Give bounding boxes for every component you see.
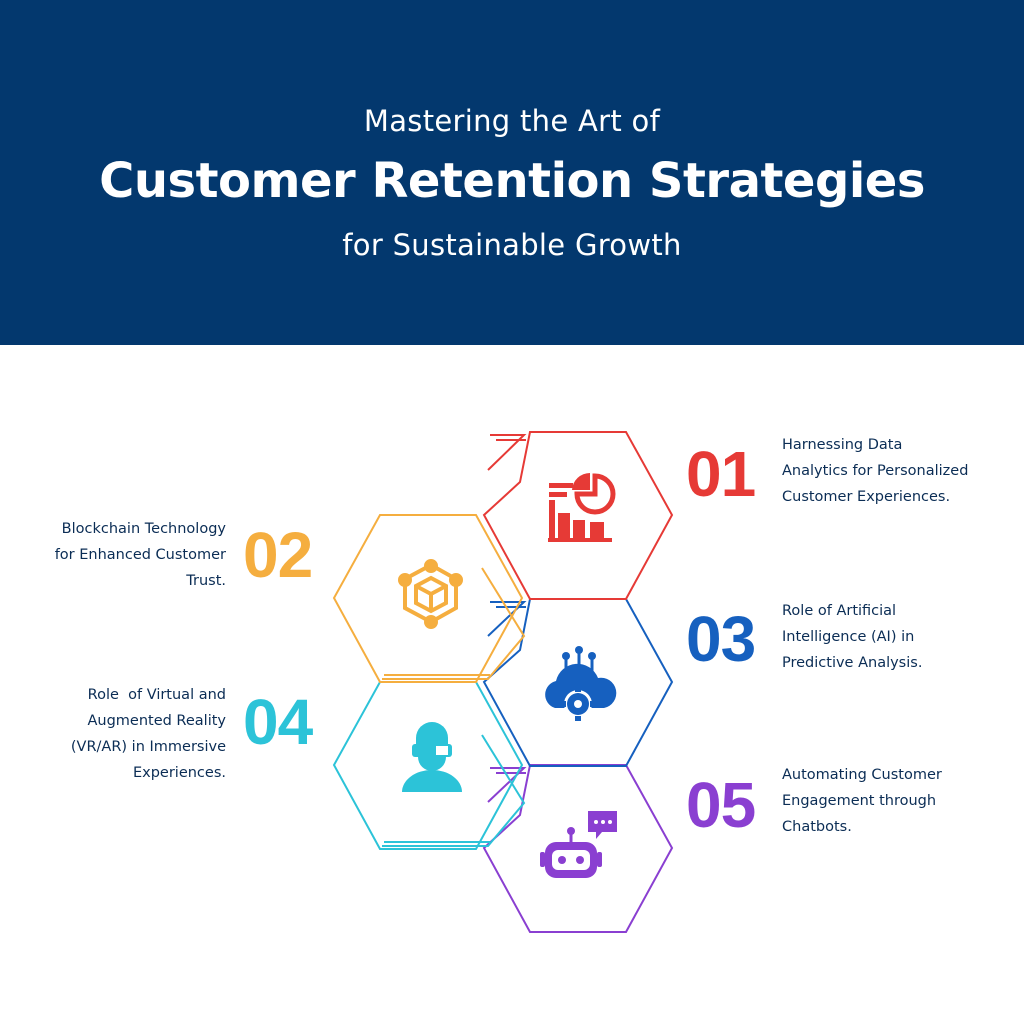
step-03-line-3: Predictive Analysis.	[782, 655, 923, 671]
step-01-line-3: Customer Experiences.	[782, 489, 951, 505]
step-04-line-1: Role of Virtual and	[87, 687, 226, 703]
step-02-description: Blockchain Technology for Enhanced Custo…	[0, 516, 226, 594]
step-04-line-2: Augmented Reality	[87, 713, 226, 729]
subtitle: for Sustainable Growth	[342, 228, 682, 262]
vr-headset-user-icon	[402, 722, 462, 792]
step-01-line-2: Analytics for Personalized	[782, 463, 969, 479]
analytics-chart-icon	[548, 472, 616, 542]
step-05-line-2: Engagement through	[782, 793, 937, 809]
ai-cloud-gear-icon	[545, 646, 617, 721]
step-02-line-1: Blockchain Technology	[61, 521, 226, 537]
header-banner: Mastering the Art of Customer Retention …	[0, 0, 1024, 345]
hexagon-03	[482, 598, 674, 767]
blockchain-cube-icon	[398, 559, 463, 629]
step-03-number: 03	[686, 603, 756, 675]
step-01-number: 01	[686, 438, 756, 510]
step-03-description: Role of Artificial Intelligence (AI) in …	[782, 598, 1022, 676]
hexagon-02	[332, 514, 526, 683]
step-01-description: Harnessing Data Analytics for Personaliz…	[782, 432, 1022, 510]
step-03-line-2: Intelligence (AI) in	[782, 629, 915, 645]
step-05-number: 05	[686, 769, 756, 841]
step-04-line-3: (VR/AR) in Immersive	[70, 739, 226, 755]
step-01-line-1: Harnessing Data	[782, 437, 903, 453]
step-05-line-3: Chatbots.	[782, 819, 852, 835]
chatbot-robot-icon	[540, 811, 617, 878]
hexagon-01	[482, 431, 674, 600]
step-04-description: Role of Virtual and Augmented Reality (V…	[0, 682, 226, 786]
step-03-line-1: Role of Artificial	[782, 603, 897, 619]
step-02-line-3: Trust.	[186, 573, 226, 589]
step-05-description: Automating Customer Engagement through C…	[782, 762, 1022, 840]
step-04-line-4: Experiences.	[132, 765, 226, 781]
step-04-number: 04	[243, 686, 313, 758]
page-title: Customer Retention Strategies	[99, 153, 925, 209]
step-02-line-2: for Enhanced Customer	[54, 547, 226, 563]
pre-title: Mastering the Art of	[363, 104, 661, 138]
step-05-line-1: Automating Customer	[782, 767, 942, 783]
step-02-number: 02	[243, 519, 313, 591]
